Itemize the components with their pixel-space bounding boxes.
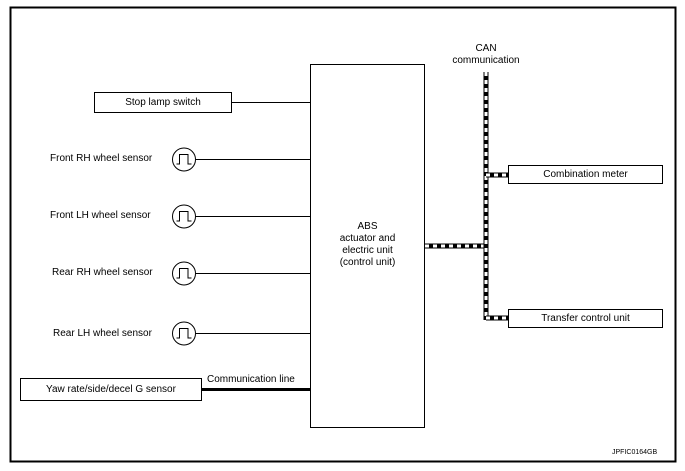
abs-unit-line-2: actuator and [339, 233, 396, 244]
can-bus [425, 72, 509, 321]
rear-lh-sensor-icon [172, 321, 196, 346]
rear-lh-sensor-label: Rear LH wheel sensor [53, 328, 152, 339]
yaw-sensor-box: Yaw rate/side/decel G sensor [20, 378, 202, 401]
can-label-line-1: CAN [475, 43, 497, 54]
rear-rh-sensor-icon [172, 261, 196, 286]
diagram-frame [9, 6, 677, 463]
front-rh-sensor-icon [172, 147, 196, 172]
abs-unit-text: ABS actuator and electric unit (control … [311, 221, 424, 269]
rear-rh-sensor-label: Rear RH wheel sensor [52, 267, 153, 278]
abs-unit-box [310, 64, 425, 428]
transfer-control-unit-label: Transfer control unit [541, 313, 630, 324]
figure-id: JPFIC0164GB [612, 449, 658, 456]
can-label-line-2: communication [452, 55, 520, 66]
combination-meter-box: Combination meter [508, 165, 663, 184]
abs-unit-line-3: electric unit [342, 245, 393, 256]
combination-meter-label: Combination meter [543, 169, 628, 180]
front-lh-sensor-label: Front LH wheel sensor [50, 210, 151, 221]
abs-unit-line-1: ABS [357, 221, 378, 232]
front-lh-sensor-icon [172, 204, 196, 229]
abs-unit-line-4: (control unit) [339, 257, 396, 268]
front-rh-sensor-label: Front RH wheel sensor [50, 153, 153, 164]
yaw-sensor-label: Yaw rate/side/decel G sensor [46, 384, 176, 395]
stop-lamp-switch-box: Stop lamp switch [94, 92, 232, 113]
transfer-control-unit-box: Transfer control unit [508, 309, 663, 328]
communication-line-label: Communication line [207, 374, 295, 385]
can-communication-label: CAN communication [446, 43, 526, 67]
stop-lamp-switch-label: Stop lamp switch [125, 97, 201, 108]
